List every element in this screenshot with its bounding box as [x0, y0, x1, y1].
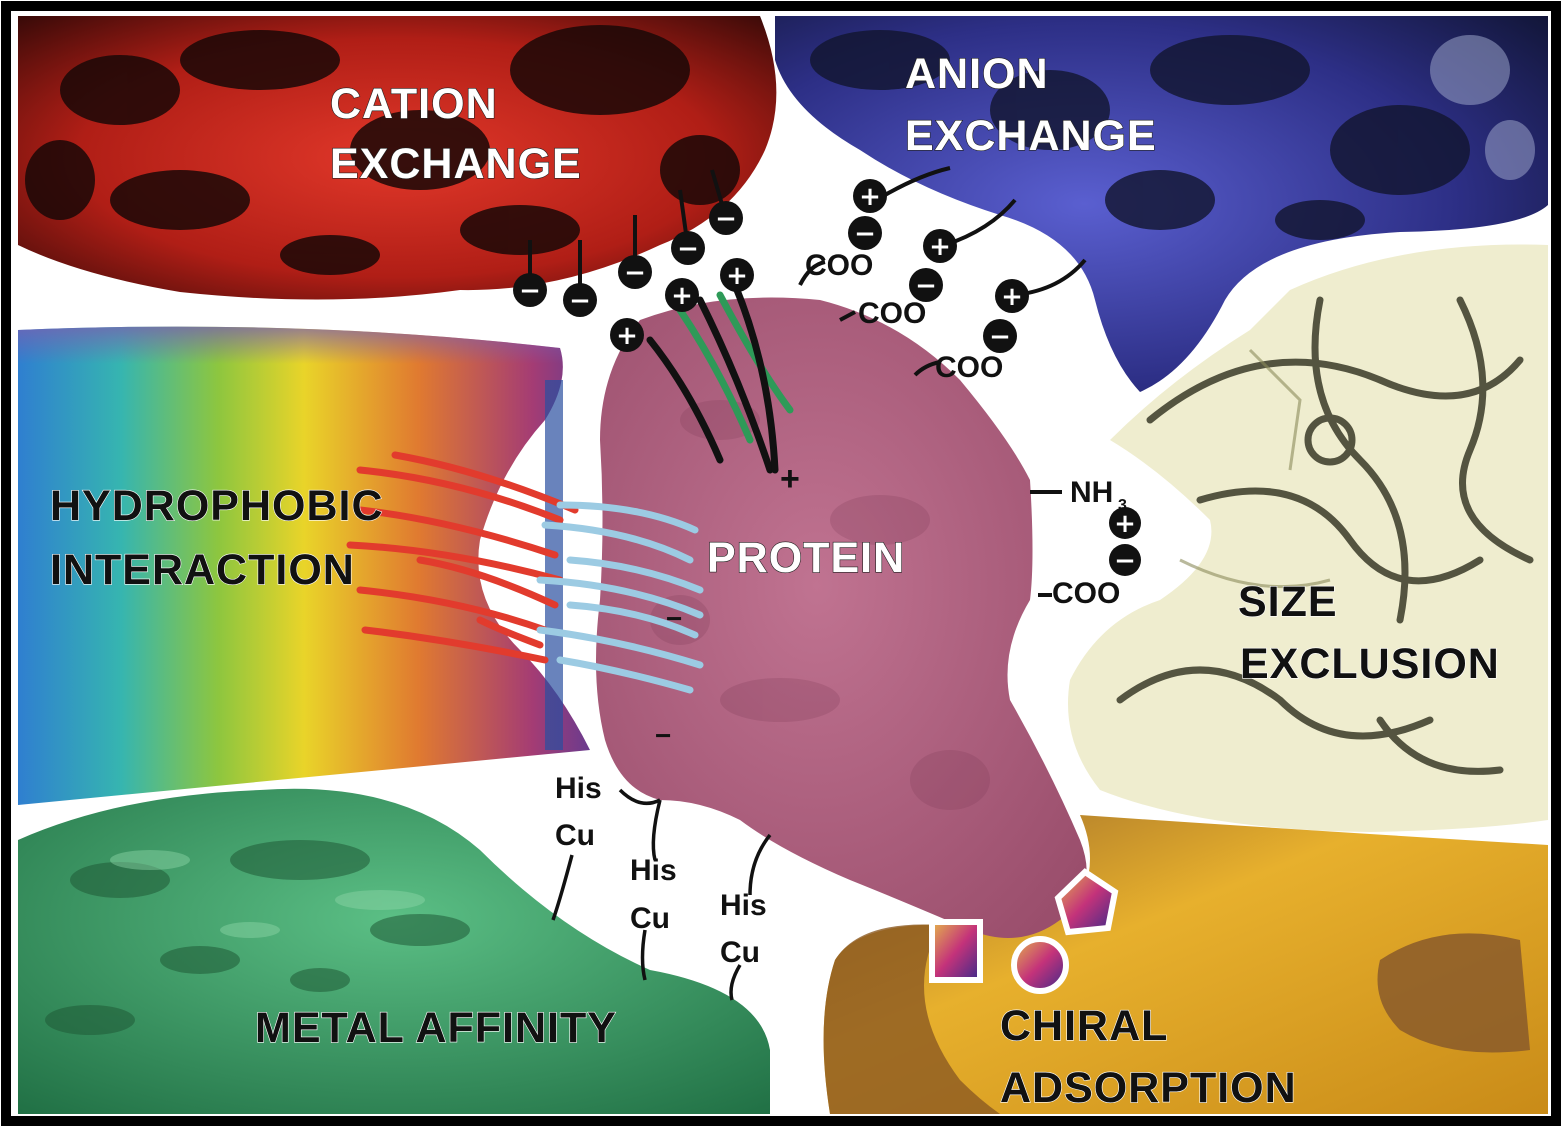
- svg-text:+: +: [726, 261, 748, 291]
- chiral-adsorption-label-line2: ADSORPTION: [1000, 1064, 1297, 1112]
- svg-text:−: −: [677, 234, 699, 264]
- svg-text:+: +: [1001, 282, 1023, 312]
- protein-plus-mark: +: [780, 460, 800, 498]
- cu-label: Cu: [630, 902, 670, 935]
- charge-badge: −: [983, 319, 1017, 353]
- svg-text:−: −: [519, 276, 541, 306]
- svg-text:−: −: [854, 219, 876, 249]
- svg-text:+: +: [616, 321, 638, 351]
- charge-badge: −: [513, 273, 547, 307]
- protein-minus-mark: −: [666, 603, 682, 634]
- nh-label: NH: [1070, 476, 1113, 509]
- chiral-chip-circle: [1014, 939, 1066, 991]
- cation-exchange-label-line1: CATION: [330, 80, 498, 128]
- size-exclusion-label-line2: EXCLUSION: [1240, 640, 1500, 688]
- svg-text:+: +: [859, 182, 881, 212]
- charge-badge: −: [848, 216, 882, 250]
- his-label: His: [555, 772, 602, 805]
- protein-label: PROTEIN: [707, 534, 905, 582]
- charge-badge: −: [709, 201, 743, 235]
- hydrophobic-label-line1: HYDROPHOBIC: [50, 482, 384, 530]
- charge-badge: +: [610, 318, 644, 352]
- charge-badge: +: [995, 279, 1029, 313]
- his-label: His: [720, 889, 767, 922]
- cation-exchange-label-line2: EXCHANGE: [330, 140, 582, 188]
- chiral-chip-square: [932, 922, 980, 980]
- chiral-adsorption-label-line1: CHIRAL: [1000, 1002, 1168, 1050]
- coo-label: COO: [1052, 577, 1120, 610]
- svg-text:+: +: [671, 281, 693, 311]
- cu-label: Cu: [720, 936, 760, 969]
- cu-label: Cu: [555, 819, 595, 852]
- charge-badge: +: [923, 229, 957, 263]
- charge-badge: −: [671, 231, 705, 265]
- protein-minus-mark: −: [655, 720, 671, 751]
- size-exclusion-label-line1: SIZE: [1238, 578, 1338, 626]
- svg-text:−: −: [715, 204, 737, 234]
- charge-badge: −: [563, 283, 597, 317]
- nh-subscript: 3: [1118, 497, 1127, 514]
- svg-text:−: −: [1114, 546, 1136, 576]
- charge-badge: +: [853, 179, 887, 213]
- charge-badge: −: [1109, 544, 1141, 576]
- his-label: His: [630, 854, 677, 887]
- coo-label: COO: [935, 351, 1003, 384]
- anion-exchange-label-line2: EXCHANGE: [905, 112, 1157, 160]
- coo-label: COO: [858, 297, 926, 330]
- coo-label: COO: [805, 249, 873, 282]
- charge-badge: +: [720, 258, 754, 292]
- svg-text:+: +: [929, 232, 951, 262]
- svg-text:−: −: [569, 286, 591, 316]
- charge-badge: −: [618, 255, 652, 289]
- svg-text:−: −: [624, 258, 646, 288]
- svg-text:−: −: [989, 322, 1011, 352]
- hydrophobic-label-line2: INTERACTION: [50, 546, 355, 594]
- charge-badge: +: [665, 278, 699, 312]
- metal-affinity-label: METAL AFFINITY: [255, 1004, 617, 1052]
- anion-exchange-label-line1: ANION: [905, 50, 1049, 98]
